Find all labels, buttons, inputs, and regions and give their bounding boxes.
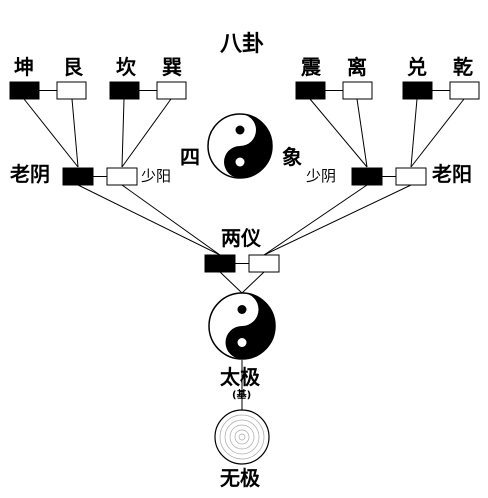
trigram-block-yin <box>295 81 326 100</box>
wuji-circle-icon <box>214 409 270 465</box>
trigram-label-gen: 艮 <box>63 55 83 79</box>
four-symbols-left-char: 四 <box>180 145 200 169</box>
young-yin-block <box>351 167 383 186</box>
trigram-block-yin <box>9 81 40 100</box>
trigram-block-yin <box>402 81 433 100</box>
trigram-label-xun: 巽 <box>162 55 182 79</box>
young-yang-block <box>106 167 138 186</box>
taiji-sub-label: (基) <box>232 390 252 401</box>
old-yin-block <box>62 167 94 186</box>
two-modes-label: 两仪 <box>221 226 261 250</box>
young-yang-label: 少阳 <box>141 167 172 185</box>
trigram-label-kan: 坎 <box>116 55 136 79</box>
four-symbols-right-char: 象 <box>282 145 302 169</box>
young-yin-label: 少阴 <box>306 167 337 185</box>
yin-mode-block <box>204 254 236 273</box>
trigram-label-dui: 兑 <box>407 55 427 79</box>
taiji-label: 太极 <box>220 365 260 389</box>
trigram-block-yin <box>109 81 140 100</box>
trigram-label-zhen: 震 <box>301 55 321 79</box>
bagua-title: 八卦 <box>220 32 265 57</box>
old-yang-block <box>395 167 427 186</box>
trigram-block-yang <box>56 81 87 100</box>
old-yang-label: 老阳 <box>432 162 472 186</box>
old-yin-label: 老阴 <box>10 162 50 186</box>
wuji-label: 无极 <box>220 466 260 490</box>
trigram-label-qian: 乾 <box>453 55 473 79</box>
trigram-blocks <box>9 81 480 100</box>
trigram-label-kun: 坤 <box>14 55 34 79</box>
yin-yang-icon-upper <box>207 113 273 179</box>
yang-mode-block <box>248 254 280 273</box>
trigram-block-yang <box>449 81 480 100</box>
connector-lines <box>23 98 465 410</box>
yin-yang-icon-taiji <box>208 292 276 360</box>
trigram-block-yang <box>342 81 373 100</box>
trigram-block-yang <box>156 81 187 100</box>
two-modes-blocks <box>204 254 280 273</box>
trigram-label-li: 离 <box>347 55 367 79</box>
four-symbol-blocks <box>62 167 427 186</box>
